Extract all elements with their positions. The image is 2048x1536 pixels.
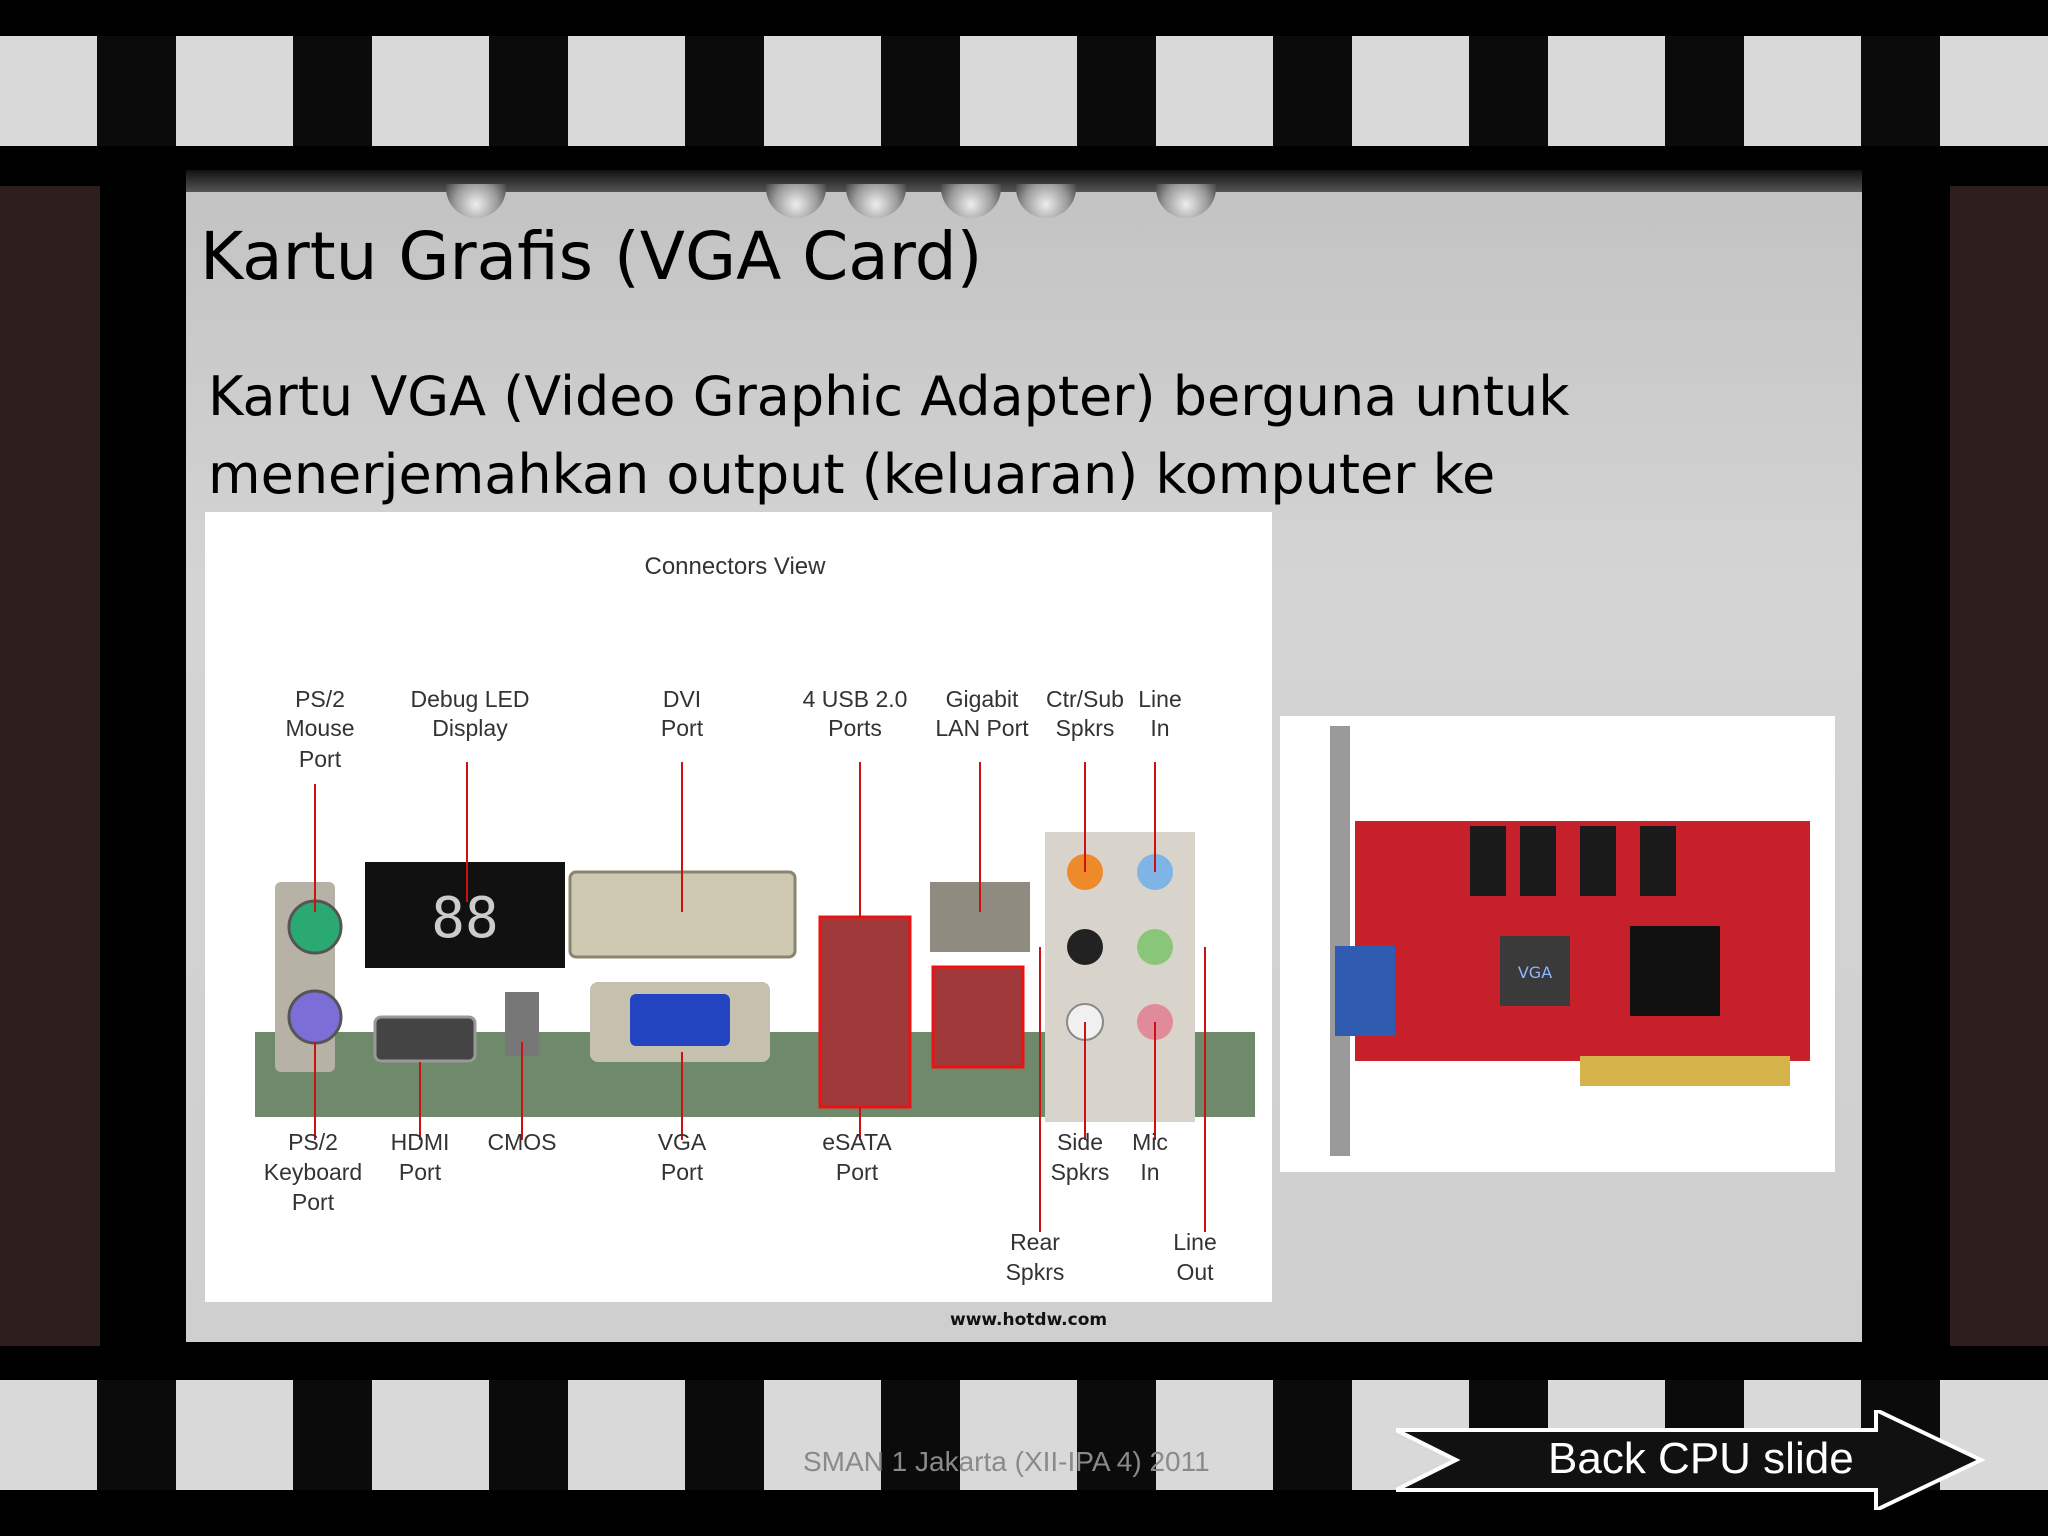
label-usb-2: Ports <box>828 715 882 741</box>
label-ps2-keyboard-1: PS/2 <box>288 1129 338 1155</box>
label-vga-2: Port <box>661 1159 704 1185</box>
water-drop <box>446 184 506 218</box>
vga-port <box>630 994 730 1046</box>
label-ctr-sub-2: Spkrs <box>1056 715 1115 741</box>
back-cpu-slide-button[interactable]: Back CPU slide <box>1395 1406 1996 1514</box>
film-hole <box>960 1380 1077 1490</box>
label-side-spkrs-1: Side <box>1057 1129 1103 1155</box>
back-button-label: Back CPU slide <box>1548 1434 1854 1483</box>
vga-bios-chip <box>1500 936 1570 1006</box>
leader-lines <box>314 762 1206 1232</box>
connectors-diagram: Connectors View 88 <box>255 553 1255 1285</box>
audio-jack-green <box>1137 929 1173 965</box>
film-hole <box>372 1380 489 1490</box>
chip-label: VGA <box>1518 963 1552 982</box>
graphics-gpu-chip <box>1630 926 1720 1016</box>
film-hole <box>1548 36 1665 146</box>
card-bracket <box>1330 726 1350 1156</box>
film-side-band-right <box>1950 186 2048 1346</box>
water-drop <box>941 184 1001 218</box>
connectors-heading: Connectors View <box>645 553 827 580</box>
label-esata-2: Port <box>836 1159 879 1185</box>
memory-chip <box>1470 826 1506 896</box>
label-line-out-1: Line <box>1173 1229 1216 1255</box>
label-lan-2: LAN Port <box>935 715 1029 741</box>
connector-labels-bottom: PS/2 Keyboard Port HDMI Port CMOS VGA Po… <box>264 1129 1217 1285</box>
label-line-in-2: In <box>1150 715 1169 741</box>
label-dvi-1: DVI <box>663 686 701 712</box>
film-strip-top <box>0 36 2048 146</box>
label-cmos: CMOS <box>488 1129 557 1155</box>
label-line-in-1: Line <box>1138 686 1181 712</box>
label-line-out-2: Out <box>1176 1259 1214 1285</box>
debug-led-display <box>365 862 565 968</box>
label-hdmi-2: Port <box>399 1159 442 1185</box>
water-drop <box>1156 184 1216 218</box>
label-usb-1: 4 USB 2.0 <box>803 686 908 712</box>
memory-chip <box>1580 826 1616 896</box>
label-debug-led-1: Debug LED <box>411 686 530 712</box>
label-hdmi-1: HDMI <box>391 1129 450 1155</box>
slide-title: Kartu Grafis (VGA Card) <box>200 218 983 295</box>
label-rear-spkrs-2: Spkrs <box>1006 1259 1065 1285</box>
label-rear-spkrs-1: Rear <box>1010 1229 1060 1255</box>
hdmi-port <box>373 1015 477 1063</box>
ps2-keyboard-port <box>287 989 343 1045</box>
film-hole <box>1156 1380 1273 1490</box>
film-hole <box>568 36 685 146</box>
water-drop <box>766 184 826 218</box>
connector-labels-top: PS/2 Mouse Port Debug LED Display DVI Po… <box>285 686 1181 772</box>
card-pci-edge-connector <box>1580 1056 1790 1086</box>
label-esata-1: eSATA <box>822 1129 892 1155</box>
label-side-spkrs-2: Spkrs <box>1051 1159 1110 1185</box>
film-side-band-left <box>0 186 100 1346</box>
label-ps2-keyboard-3: Port <box>292 1189 335 1215</box>
usb-ports-right <box>931 965 1025 1069</box>
label-ps2-mouse-2: Mouse <box>285 715 354 741</box>
image-credit: www.hotdw.com <box>950 1310 1108 1330</box>
film-hole <box>0 36 97 146</box>
memory-chip <box>1520 826 1556 896</box>
water-drip-bar <box>186 170 1862 192</box>
label-debug-led-2: Display <box>432 715 508 741</box>
usb-ports-left <box>818 915 912 1109</box>
label-dvi-2: Port <box>661 715 704 741</box>
connectors-view-image: Connectors View 88 <box>205 512 1272 1302</box>
film-hole <box>372 36 489 146</box>
film-hole <box>764 1380 881 1490</box>
film-hole <box>1940 36 2048 146</box>
footer-text: SMAN 1 Jakarta (XII-IPA 4) 2011 <box>803 1446 1210 1477</box>
film-hole <box>1352 36 1469 146</box>
label-mic-in-1: Mic <box>1132 1129 1168 1155</box>
film-hole <box>176 1380 293 1490</box>
label-mic-in-2: In <box>1140 1159 1159 1185</box>
film-hole <box>1156 36 1273 146</box>
film-hole <box>176 36 293 146</box>
film-hole <box>960 36 1077 146</box>
label-ps2-keyboard-2: Keyboard <box>264 1159 362 1185</box>
card-vga-connector <box>1335 946 1395 1036</box>
film-hole <box>568 1380 685 1490</box>
film-hole <box>0 1380 97 1490</box>
film-hole <box>764 36 881 146</box>
label-ps2-mouse-3: Port <box>299 746 342 772</box>
vga-card-illustration: VGA <box>1330 726 1810 1156</box>
label-vga-1: VGA <box>658 1129 707 1155</box>
audio-jack-black <box>1067 929 1103 965</box>
label-ps2-mouse-1: PS/2 <box>295 686 345 712</box>
led-digits-graphic: 88 <box>431 886 498 951</box>
vga-card-image: VGA <box>1280 716 1835 1172</box>
memory-chip <box>1640 826 1676 896</box>
label-ctr-sub-1: Ctr/Sub <box>1046 686 1124 712</box>
water-drop <box>846 184 906 218</box>
film-hole <box>1744 36 1861 146</box>
water-drop <box>1016 184 1076 218</box>
label-lan-1: Gigabit <box>946 686 1019 712</box>
